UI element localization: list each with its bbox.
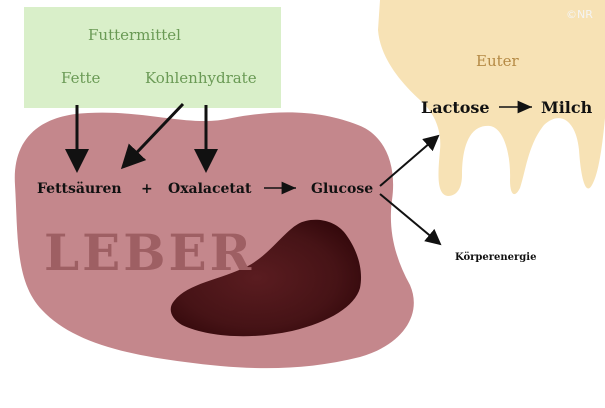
glucose-label: Glucose bbox=[311, 181, 374, 197]
plus-sign: + bbox=[141, 181, 153, 197]
feed-fat-label: Fette bbox=[61, 69, 101, 87]
body-energy-label: Körperenergie bbox=[455, 252, 537, 263]
arrow-kohlenhydrate-to-fettsaeuren bbox=[120, 102, 185, 170]
feed-carbs-label: Kohlenhydrate bbox=[145, 69, 257, 87]
milk-label: Milch bbox=[541, 98, 593, 117]
fatty-acids-label: Fettsäuren bbox=[37, 181, 122, 197]
arrow-glucose-to-lactose bbox=[379, 134, 440, 187]
liver-label: LEBER bbox=[44, 223, 255, 282]
copyright-mark: ©NR bbox=[566, 8, 593, 21]
feed-box bbox=[24, 7, 281, 108]
liver-organ-image bbox=[170, 219, 362, 337]
udder-shape bbox=[378, 0, 605, 196]
oxaloacetate-label: Oxalacetat bbox=[168, 181, 252, 197]
arrow-glucose-to-koerperenergie bbox=[379, 193, 442, 246]
feed-title: Futtermittel bbox=[88, 26, 181, 44]
lactose-label: Lactose bbox=[421, 98, 490, 117]
udder-label: Euter bbox=[476, 52, 519, 70]
